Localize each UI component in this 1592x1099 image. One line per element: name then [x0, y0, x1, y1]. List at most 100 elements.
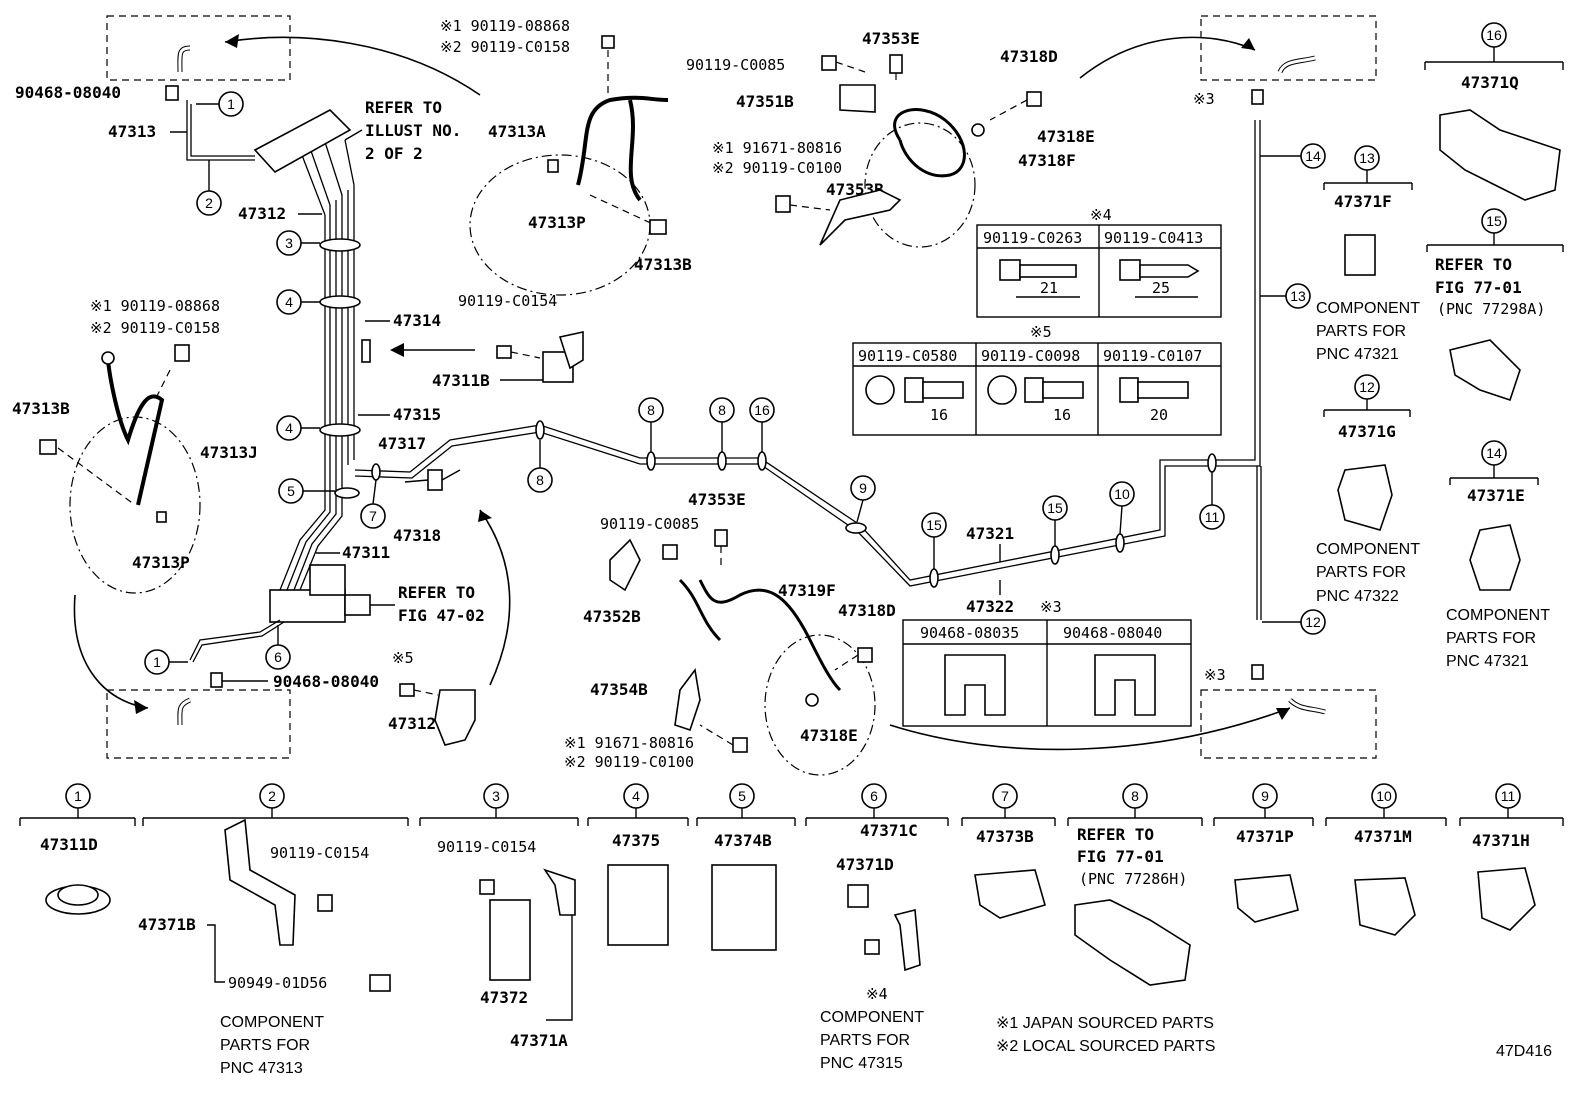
- diagram-id: 47D416: [1496, 1043, 1552, 1060]
- svg-text:47375: 47375: [612, 831, 660, 850]
- svg-text:※3: ※3: [1204, 666, 1226, 684]
- svg-text:10: 10: [1376, 788, 1392, 804]
- svg-text:15: 15: [926, 517, 942, 533]
- footnotes: ※1 JAPAN SOURCED PARTS ※2 LOCAL SOURCED …: [996, 1015, 1552, 1060]
- svg-text:4: 4: [285, 294, 293, 310]
- svg-text:90119-C0154: 90119-C0154: [437, 838, 536, 856]
- svg-text:REFER TO: REFER TO: [365, 98, 442, 117]
- label-47318D-a: 47318D: [1000, 47, 1058, 66]
- label-47353E-b: 47353E: [688, 490, 746, 509]
- svg-text:90119-C0085: 90119-C0085: [600, 515, 699, 533]
- callouts: 1 2 3 4 4 5 7 6 1 8 8 8 16 9 15 15 10 11…: [144, 91, 1326, 675]
- label-47319F: 47319F: [778, 581, 836, 600]
- callout-8a: 8: [527, 467, 553, 493]
- svg-text:90119-C0098: 90119-C0098: [981, 347, 1080, 365]
- label-47313P-a: 47313P: [528, 213, 586, 232]
- svg-text:2: 2: [205, 195, 213, 211]
- svg-text:47371B: 47371B: [138, 915, 196, 934]
- svg-text:14: 14: [1486, 445, 1502, 461]
- svg-text:14: 14: [1305, 148, 1321, 164]
- label-47317: 47317: [378, 434, 426, 453]
- callout-6: 6: [265, 644, 291, 670]
- callout-15a: 15: [921, 512, 947, 538]
- svg-text:90119-C0263: 90119-C0263: [983, 229, 1082, 247]
- svg-text:4: 4: [632, 788, 640, 804]
- svg-text:16: 16: [1053, 406, 1071, 424]
- svg-text:PNC 47313: PNC 47313: [220, 1060, 303, 1077]
- svg-text:4: 4: [285, 420, 293, 436]
- svg-text:REFER TO: REFER TO: [1435, 255, 1512, 274]
- callout-4: 4: [276, 289, 302, 315]
- callout-11: 11: [1199, 504, 1225, 530]
- detail-parts: [39, 35, 1042, 776]
- callout-14: 14: [1300, 143, 1326, 169]
- svg-text:47372: 47372: [480, 988, 528, 1007]
- label-47321: 47321: [966, 524, 1014, 543]
- svg-text:7: 7: [369, 508, 377, 524]
- svg-text:※2 90119-C0158: ※2 90119-C0158: [90, 319, 220, 337]
- svg-text:11: 11: [1205, 509, 1220, 525]
- right-parts: 16 47371Q 13 47371F COMPONENT PARTS FOR …: [1316, 22, 1564, 670]
- svg-text:ILLUST NO.: ILLUST NO.: [365, 121, 461, 140]
- svg-text:47371H: 47371H: [1472, 831, 1530, 850]
- svg-text:※1 91671-80816: ※1 91671-80816: [564, 734, 694, 752]
- label-47313J: 47313J: [200, 443, 258, 462]
- callout-2: 2: [196, 190, 222, 216]
- svg-text:COMPONENT: COMPONENT: [820, 1009, 924, 1026]
- label-47313B-b: 47313B: [12, 399, 70, 418]
- label-47313: 47313: [108, 122, 156, 141]
- svg-text:20: 20: [1150, 406, 1168, 424]
- svg-text:10: 10: [1114, 486, 1130, 502]
- part-47373B: 7 47373B: [961, 783, 1056, 919]
- svg-text:6: 6: [274, 649, 282, 665]
- svg-text:15: 15: [1047, 500, 1063, 516]
- bundle-clamps: [319, 238, 1217, 588]
- svg-text:2 OF 2: 2 OF 2: [365, 144, 423, 163]
- label-47351B: 47351B: [736, 92, 794, 111]
- svg-text:3: 3: [492, 788, 500, 804]
- svg-text:8: 8: [718, 402, 726, 418]
- svg-text:※3: ※3: [1193, 90, 1215, 108]
- label-47353E-a: 47353E: [862, 29, 920, 48]
- svg-text:47371P: 47371P: [1236, 827, 1294, 846]
- label-47315: 47315: [393, 405, 441, 424]
- fastener-table-4: ※4 90119-C0263 90119-C0413 21 25: [976, 206, 1222, 318]
- label-47318E-a: 47318E: [1037, 127, 1095, 146]
- svg-text:13: 13: [1359, 150, 1375, 166]
- label-47352B: 47352B: [583, 607, 641, 626]
- svg-text:90119-C0107: 90119-C0107: [1103, 347, 1202, 365]
- part-47371Q: 16 47371Q: [1424, 22, 1564, 201]
- callout-4b: 4: [276, 415, 302, 441]
- label-47312: 47312: [238, 204, 286, 223]
- svg-text:12: 12: [1305, 614, 1321, 630]
- part-47375: 4 47375: [587, 783, 689, 946]
- footnote-local: ※2 LOCAL SOURCED PARTS: [996, 1038, 1215, 1055]
- svg-text:47371A: 47371A: [510, 1031, 568, 1050]
- svg-text:47371G: 47371G: [1338, 422, 1396, 441]
- svg-text:16: 16: [930, 406, 948, 424]
- svg-text:PARTS FOR: PARTS FOR: [220, 1037, 310, 1054]
- svg-text:※2 90119-C0100: ※2 90119-C0100: [712, 159, 842, 177]
- svg-text:PNC 47321: PNC 47321: [1316, 346, 1399, 363]
- part-ref-77298A: 15 REFER TO FIG 77-01 (PNC 77298A): [1426, 208, 1564, 402]
- svg-text:REFER TO: REFER TO: [1077, 825, 1154, 844]
- svg-text:※4: ※4: [1090, 206, 1112, 224]
- part-47371F: 13 47371F COMPONENT PARTS FOR PNC 47321: [1316, 145, 1420, 363]
- svg-text:90949-01D56: 90949-01D56: [228, 974, 327, 992]
- svg-text:※4: ※4: [866, 985, 888, 1003]
- svg-text:47371D: 47371D: [836, 855, 894, 874]
- label-47313B-a: 47313B: [634, 255, 692, 274]
- svg-text:3: 3: [285, 235, 293, 251]
- label-47318D-b: 47318D: [838, 601, 896, 620]
- svg-text:90119-C0154: 90119-C0154: [270, 844, 369, 862]
- svg-text:PARTS FOR: PARTS FOR: [820, 1032, 910, 1049]
- svg-text:47371Q: 47371Q: [1461, 73, 1519, 92]
- svg-text:47371M: 47371M: [1354, 827, 1412, 846]
- svg-text:90468-08040: 90468-08040: [1063, 624, 1162, 642]
- svg-text:9: 9: [859, 480, 867, 496]
- svg-text:※2 90119-C0100: ※2 90119-C0100: [564, 753, 694, 771]
- svg-text:FIG 77-01: FIG 77-01: [1077, 847, 1164, 866]
- part-47371P: 9 47371P: [1213, 783, 1314, 923]
- svg-text:※1 91671-80816: ※1 91671-80816: [712, 139, 842, 157]
- svg-text:47371C: 47371C: [860, 821, 918, 840]
